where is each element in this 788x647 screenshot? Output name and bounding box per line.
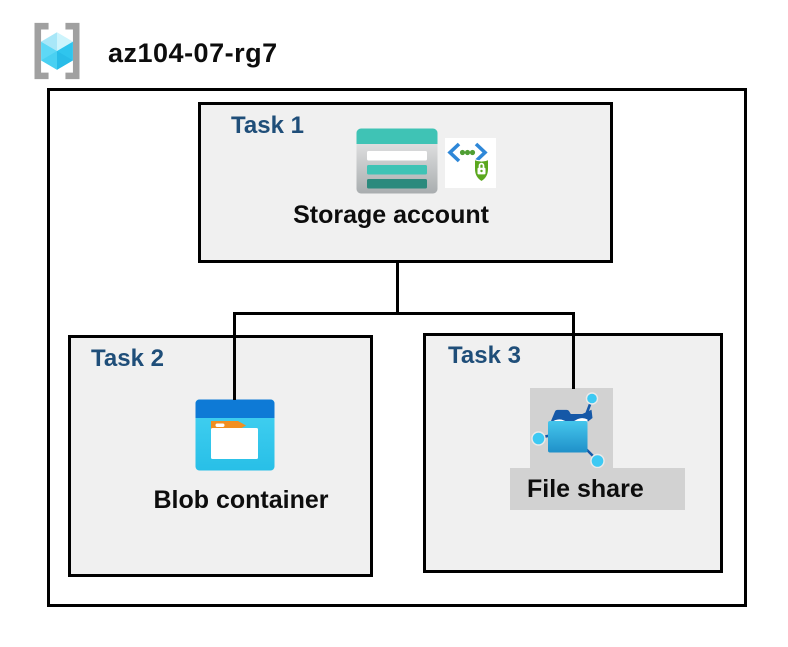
storage-account-label: Storage account <box>293 201 489 229</box>
storage-account-icon <box>356 128 438 194</box>
connector-storage-stem <box>396 262 399 314</box>
connector-to-blob-container <box>233 312 236 400</box>
connector-horizontal <box>233 312 575 315</box>
resource-group-title: az104-07-rg7 <box>108 38 278 68</box>
resource-group-icon <box>34 22 80 80</box>
resource-group-box <box>47 88 747 607</box>
file-share-icon-highlight <box>530 388 613 468</box>
task-2-box: Task 2 Blob container <box>68 335 373 577</box>
connector-to-file-share <box>572 312 575 389</box>
secure-endpoint-icon <box>445 138 496 188</box>
task-1-label: Task 1 <box>231 112 304 139</box>
blob-container-icon <box>195 399 275 471</box>
task-2-label: Task 2 <box>91 345 164 372</box>
task-1-box: Task 1 Storage account <box>198 102 613 263</box>
file-share-label: File share <box>527 475 644 503</box>
file-share-icon <box>531 392 605 468</box>
file-share-label-highlight: File share <box>510 468 685 510</box>
blob-container-label: Blob container <box>153 486 329 514</box>
task-3-label: Task 3 <box>448 342 521 369</box>
